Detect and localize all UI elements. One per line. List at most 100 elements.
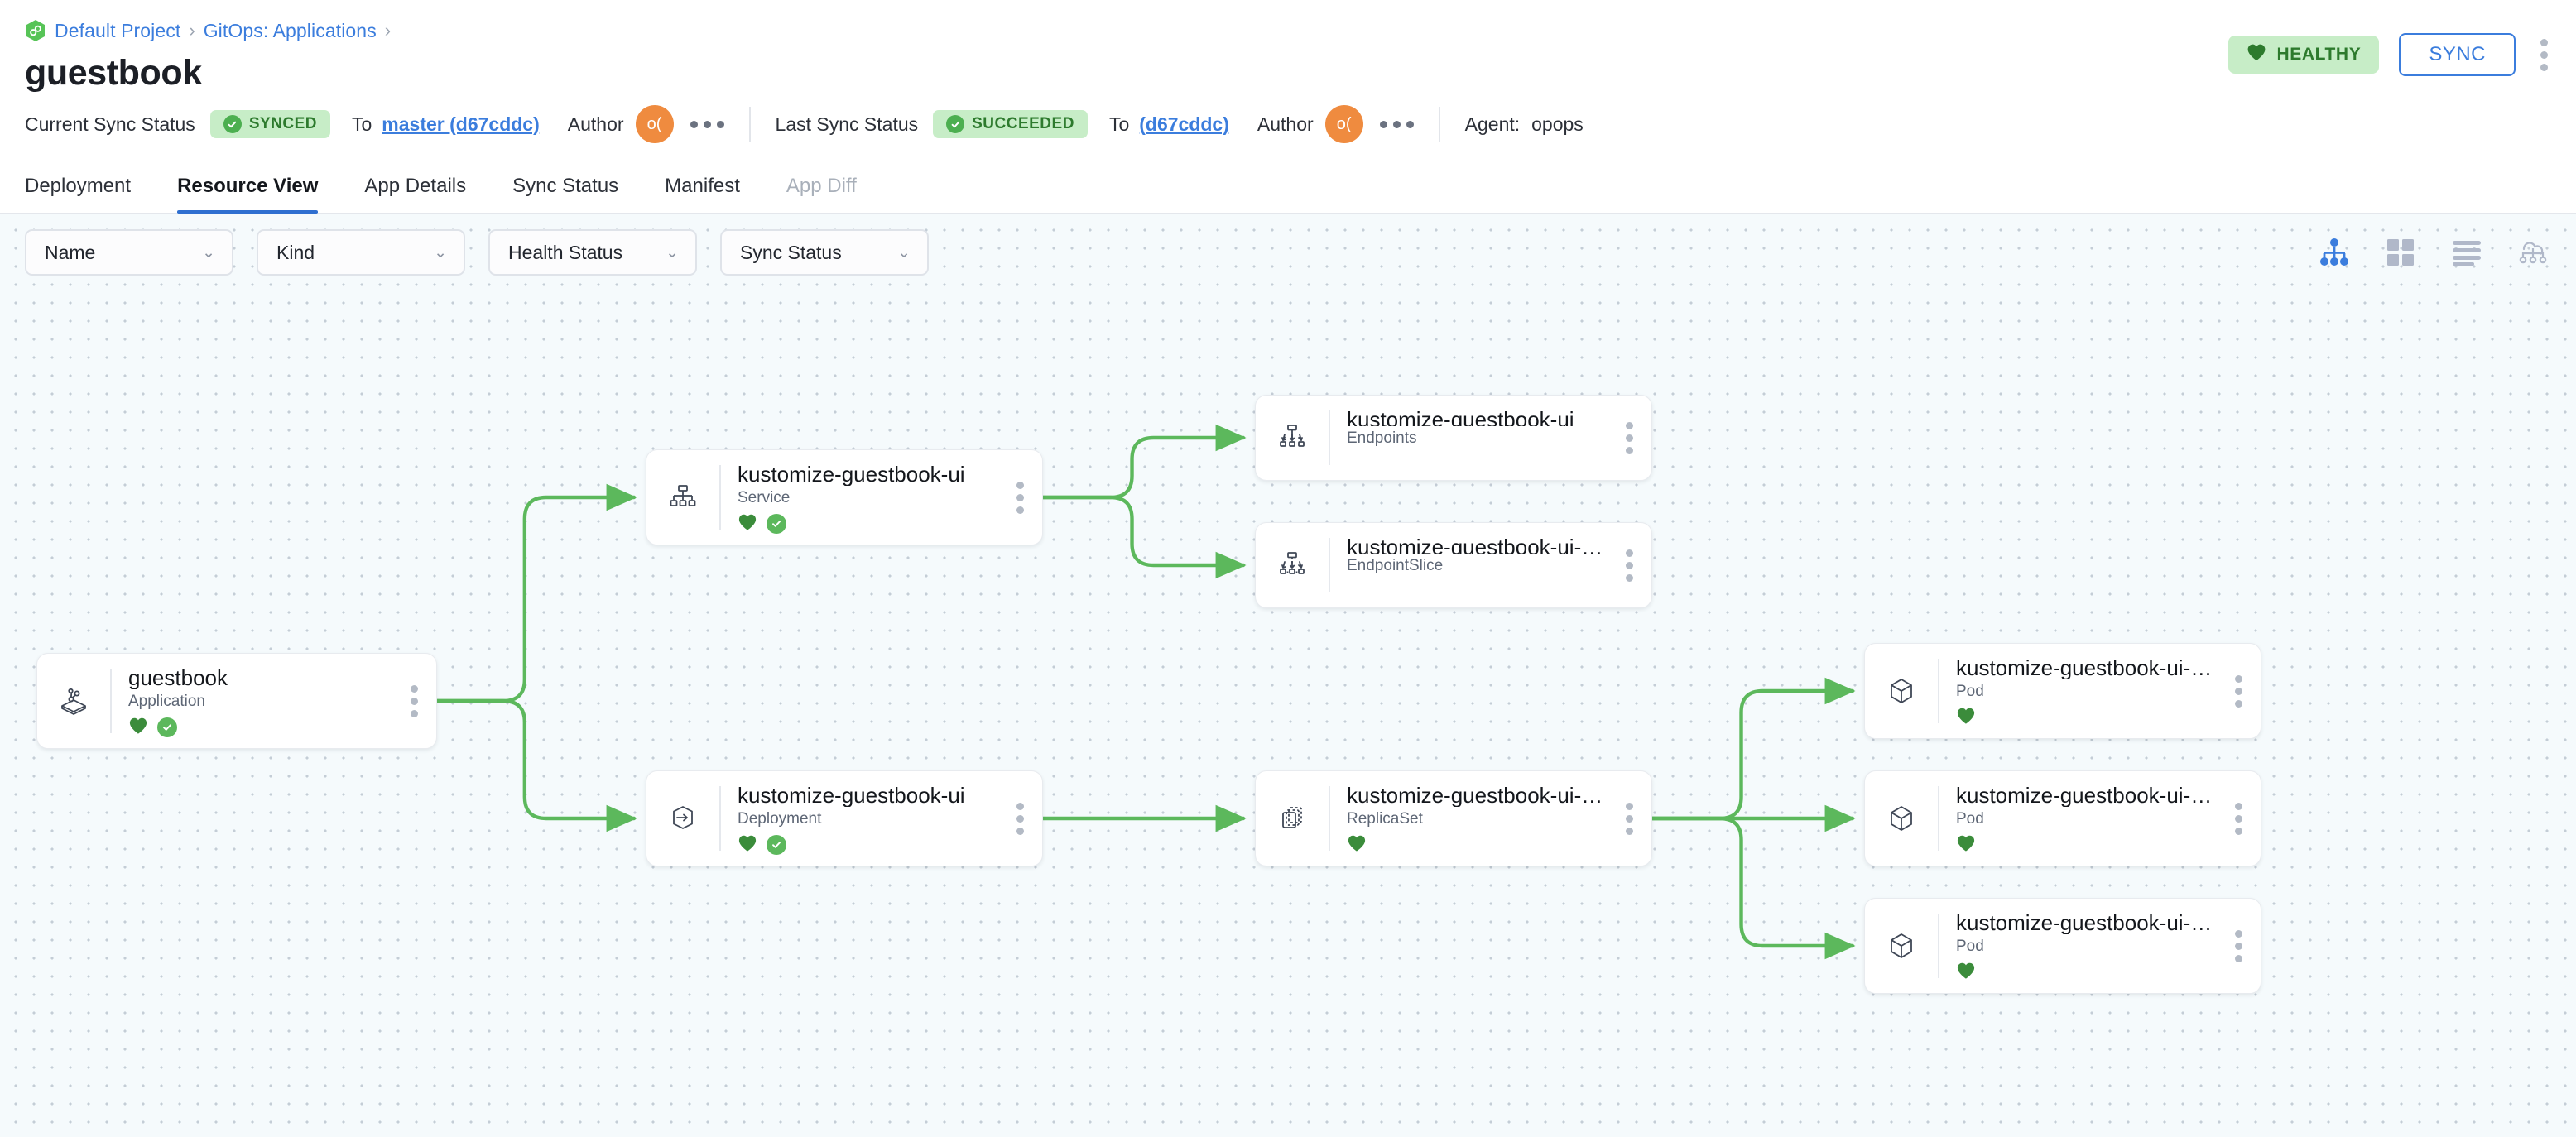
last-sync-status-chip: SUCCEEDED [933, 110, 1088, 138]
resource-graph-canvas[interactable]: Name⌄ Kind⌄ Health Status⌄ Sync Status⌄ [0, 214, 2576, 1137]
tab-sync-status[interactable]: Sync Status [512, 175, 619, 197]
current-author-avatar[interactable]: o( [635, 105, 674, 143]
node-body: kustomize-guestbook-ui-…ReplicaSet [1330, 771, 1607, 866]
list-view-icon[interactable] [2449, 234, 2485, 271]
node-status-badges [738, 513, 997, 535]
tree-view-icon[interactable] [2316, 234, 2353, 271]
tab-deployment[interactable]: Deployment [25, 175, 132, 197]
agent-label: Agent: [1464, 113, 1521, 135]
breadcrumb-item-gitops-applications[interactable]: GitOps: Applications [203, 19, 377, 41]
endpoints-icon [1256, 396, 1329, 480]
node-kind: Service [738, 489, 791, 506]
tab-app-details[interactable]: App Details [364, 175, 467, 197]
node-menu-icon[interactable] [2216, 644, 2261, 738]
node-divider [1329, 786, 1330, 851]
check-circle-icon [223, 115, 242, 133]
node-status-badges [128, 717, 392, 738]
node-divider [1329, 410, 1330, 465]
node-title: guestbook [128, 665, 228, 689]
pod-icon [1865, 771, 1938, 866]
graph-node-pod[interactable]: kustomize-guestbook-ui-…Pod [1864, 643, 2261, 739]
health-status-label: HEALTHY [2276, 45, 2362, 64]
node-menu-icon[interactable] [997, 771, 1042, 866]
chevron-down-icon: ⌄ [897, 243, 911, 261]
last-author-label: Author [1257, 113, 1314, 135]
node-menu-icon[interactable] [1607, 396, 1651, 480]
tab-manifest[interactable]: Manifest [665, 175, 740, 197]
agent-value: opops [1531, 113, 1584, 135]
health-heart-icon [1956, 962, 1976, 984]
node-status-badges [1956, 962, 2216, 983]
network-cloud-view-icon[interactable] [2515, 234, 2551, 271]
header-actions: HEALTHY SYNC [2228, 33, 2554, 76]
current-to-label: To [352, 113, 372, 135]
filter-kind[interactable]: Kind⌄ [257, 229, 465, 276]
graph-node-endpointslice[interactable]: kustomize-guestbook-ui-…EndpointSlice [1255, 522, 1652, 608]
application-icon [37, 654, 110, 748]
node-kind: Endpoints [1347, 429, 1417, 448]
node-menu-icon[interactable] [1607, 523, 1651, 607]
health-heart-icon [1956, 834, 1976, 856]
graph-edges [435, 424, 1856, 960]
last-to-label: To [1108, 113, 1130, 135]
current-revision-link[interactable]: master (d67cddc) [382, 113, 540, 135]
node-status-badges [1347, 834, 1607, 856]
filter-sync-status[interactable]: Sync Status⌄ [720, 229, 929, 276]
node-divider [719, 465, 721, 530]
health-heart-icon [738, 513, 757, 535]
node-body: kustomize-guestbook-ui-…Pod [1939, 771, 2216, 866]
graph-node-pod[interactable]: kustomize-guestbook-ui-…Pod [1864, 898, 2261, 994]
node-status-badges [1956, 834, 2216, 856]
graph-node-replicaset[interactable]: kustomize-guestbook-ui-…ReplicaSet [1255, 770, 1652, 866]
node-divider [1938, 914, 1939, 978]
last-revision-link[interactable]: (d67cddc) [1139, 113, 1229, 135]
chevron-down-icon: ⌄ [202, 243, 215, 261]
current-author-more-icon[interactable] [690, 120, 724, 128]
sync-status-strip: Current Sync Status SYNCED To master (d6… [0, 94, 2576, 156]
sync-ok-icon [767, 514, 786, 534]
filter-name[interactable]: Name⌄ [25, 229, 233, 276]
node-title: kustomize-guestbook-ui [738, 462, 965, 486]
breadcrumb-separator: › [189, 20, 195, 41]
health-status-badge: HEALTHY [2228, 36, 2380, 74]
node-menu-icon[interactable] [2216, 771, 2261, 866]
node-menu-icon[interactable] [1607, 771, 1651, 866]
last-author-avatar[interactable]: o( [1324, 105, 1363, 143]
node-title: kustomize-guestbook-ui [738, 783, 965, 807]
node-divider [1938, 659, 1939, 723]
endpointslice-icon [1256, 523, 1329, 607]
filter-health-status[interactable]: Health Status⌄ [488, 229, 697, 276]
node-kind: Pod [1956, 683, 1984, 700]
page-title: guestbook [25, 53, 202, 93]
tab-resource-view[interactable]: Resource View [154, 175, 341, 214]
filter-group: Name⌄ Kind⌄ Health Status⌄ Sync Status⌄ [25, 229, 929, 276]
node-status-badges [738, 834, 997, 856]
node-menu-icon[interactable] [997, 450, 1042, 545]
health-heart-icon [738, 834, 757, 856]
deployment-icon [646, 771, 719, 866]
more-options-icon[interactable] [2535, 34, 2553, 76]
node-status-badges [1956, 707, 2216, 728]
graph-node-pod[interactable]: kustomize-guestbook-ui-…Pod [1864, 770, 2261, 866]
current-sync-status-text: SYNCED [248, 115, 317, 132]
sync-ok-icon [157, 717, 177, 737]
grid-view-icon[interactable] [2382, 234, 2419, 271]
breadcrumb-separator-2: › [384, 20, 392, 41]
sync-button[interactable]: SYNC [2399, 33, 2516, 76]
node-menu-icon[interactable] [2216, 899, 2261, 993]
check-circle-icon-2 [946, 115, 965, 133]
breadcrumb-item-default-project[interactable]: Default Project [55, 19, 181, 41]
node-body: kustomize-guestbook-ui-…EndpointSlice [1330, 523, 1607, 607]
node-divider [1329, 538, 1330, 592]
pod-icon [1865, 644, 1938, 738]
last-author-more-icon[interactable] [1379, 120, 1414, 128]
chevron-down-icon: ⌄ [434, 243, 447, 261]
node-menu-icon[interactable] [392, 654, 436, 748]
